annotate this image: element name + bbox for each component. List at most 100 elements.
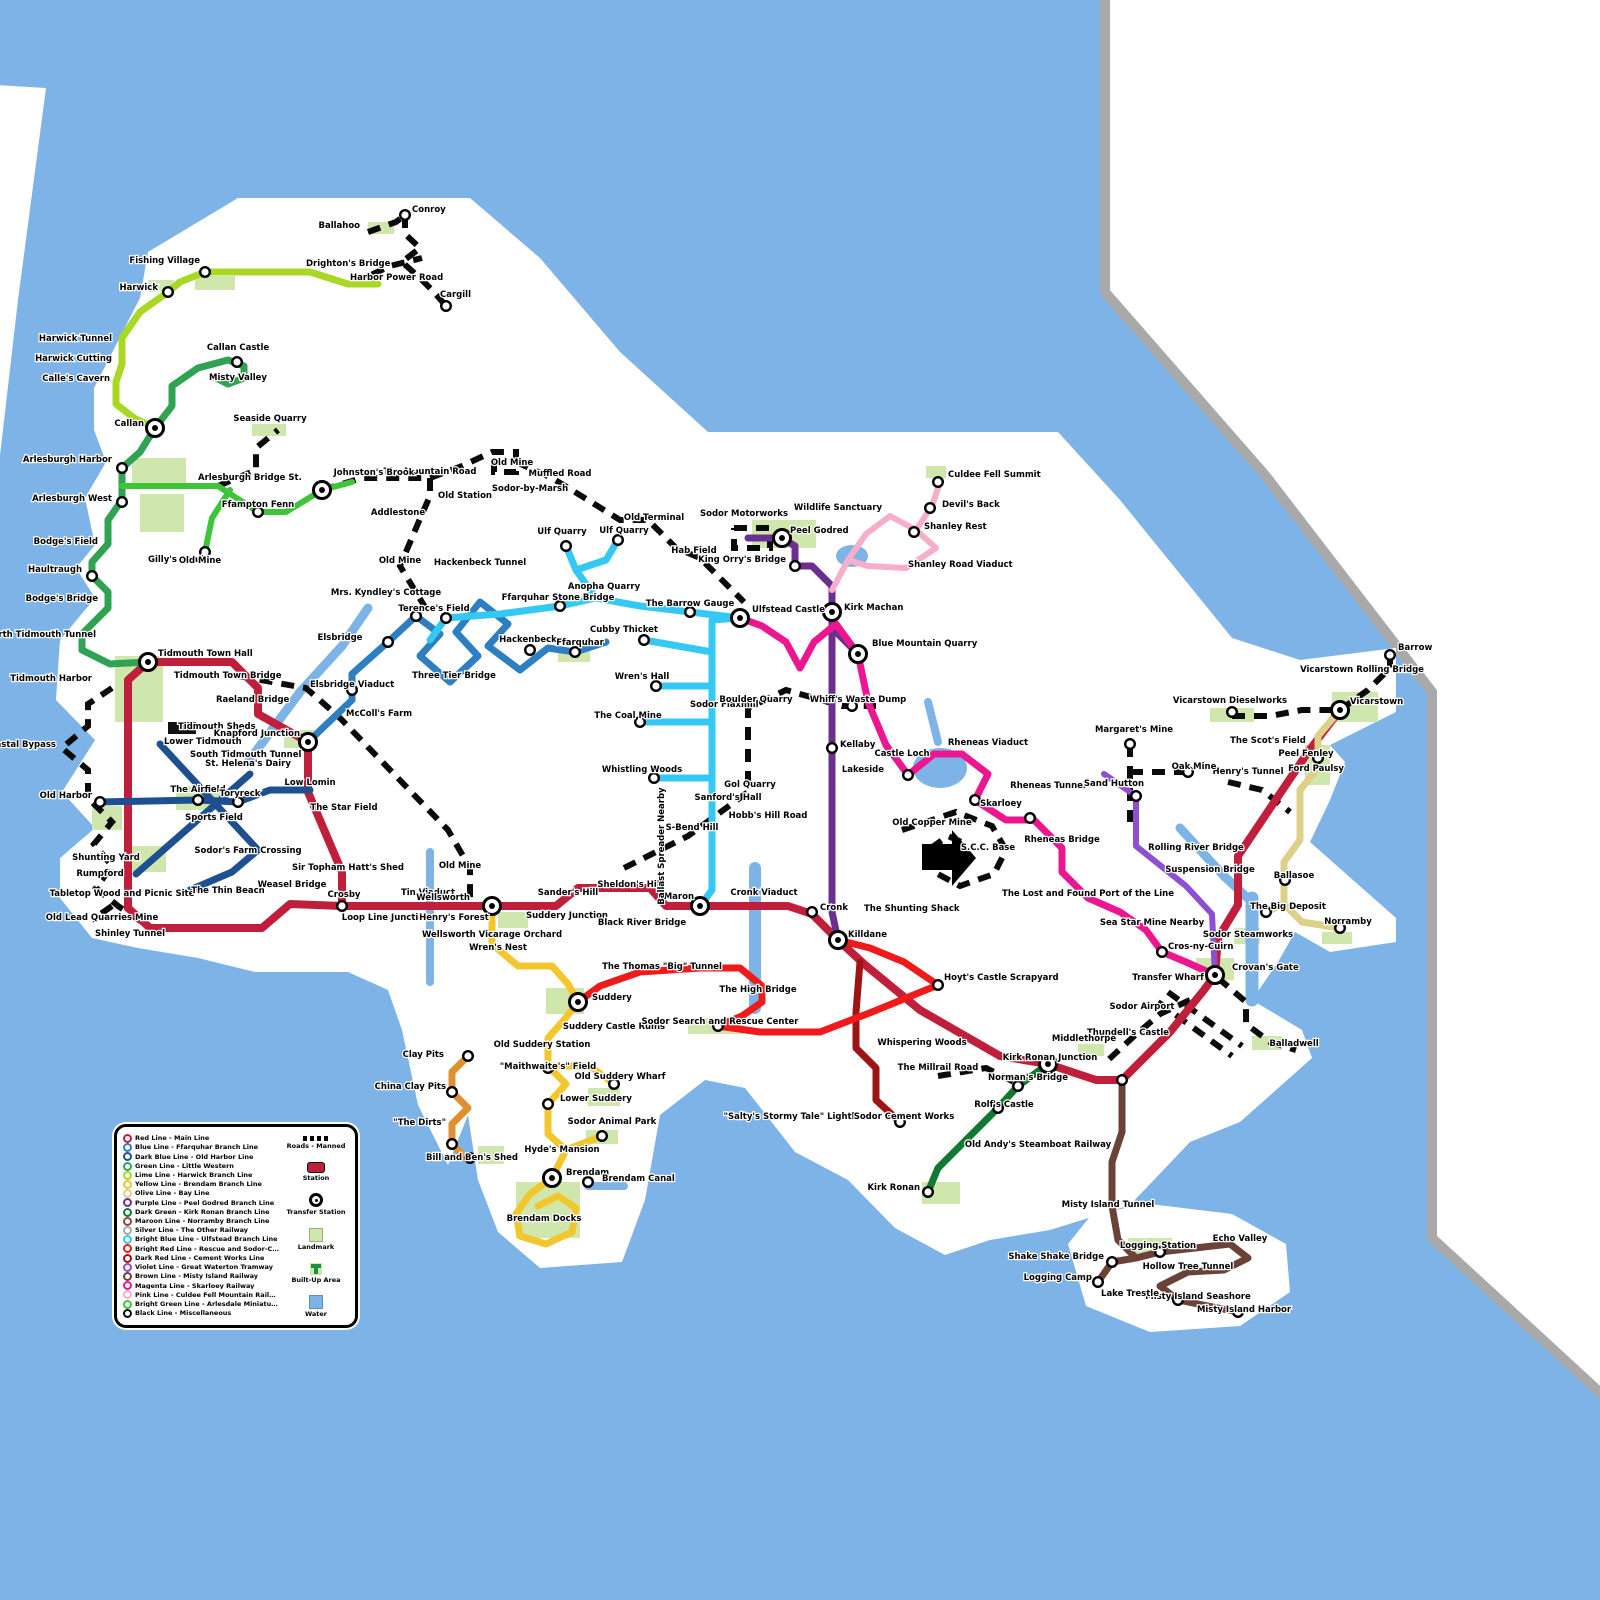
legend-line-label: Magenta Line - Skarloey Railway — [135, 1282, 255, 1289]
map-label: Old Lead Quarries Mine — [46, 913, 159, 923]
station-marker — [191, 794, 204, 807]
map-label: Whiff's Waste Dump — [810, 695, 907, 705]
station-marker — [932, 476, 945, 489]
map-label: Lakeside — [842, 765, 884, 775]
line-color-icon — [123, 1161, 132, 1171]
transfer-station-core — [1212, 972, 1218, 978]
station-marker — [198, 546, 211, 559]
legend-symbol-item: Built-Up Area — [291, 1262, 341, 1284]
map-label: Oak Mine — [1172, 762, 1217, 772]
legend-line-label: Dark Blue Line - Old Harbor Line — [135, 1153, 254, 1161]
station-marker — [1278, 874, 1291, 887]
legend-symbol-label: Landmark — [297, 1242, 335, 1251]
map-label: Suddery Junction — [526, 911, 608, 921]
landmark-icon — [309, 1227, 323, 1242]
line-color-icon — [123, 1198, 132, 1208]
legend-line-item: Magenta Line - Skarloey Railway — [123, 1281, 279, 1291]
map-label: Wellsworth — [416, 893, 470, 903]
line-old-harbor-2 — [156, 740, 262, 894]
legend-line-item: Yellow Line - Brendam Branch Line — [123, 1180, 279, 1190]
station-marker — [464, 1151, 477, 1164]
map-label: Old Suddery Station — [494, 1040, 591, 1050]
station-marker — [230, 356, 243, 369]
map-label: Haultraugh — [28, 565, 82, 575]
map-label: Mrs. Kyndley's Cottage — [331, 588, 441, 598]
map-label: Norman's Bridge — [988, 1073, 1068, 1083]
map-label: Low Lomin — [284, 778, 335, 788]
legend-line-item: Blue Line - Ffarquhar Branch Line — [123, 1143, 279, 1153]
map-label: S-Bend Hill — [666, 823, 719, 833]
built-up-area — [588, 1088, 620, 1106]
legend-line-label: Purple Line - Peel Godred Branch Line — [135, 1199, 275, 1207]
transfer-station-core — [855, 651, 861, 657]
map-label: Terence's Field — [398, 604, 469, 614]
builtup-icon — [309, 1262, 322, 1275]
transfer-core-icon — [314, 1198, 318, 1202]
map-label: The Coal Mine — [594, 711, 662, 721]
map-label: Sander's Hill — [538, 888, 599, 898]
road — [1216, 975, 1297, 1053]
main-landmass — [56, 198, 1396, 1268]
map-label: Lake Trestle — [1101, 1289, 1159, 1299]
station-marker — [1231, 1305, 1244, 1318]
legend-line-label: Bright Blue Line - Ulfstead Branch Line — [135, 1236, 278, 1243]
line-old-harbor-3 — [132, 770, 254, 878]
line-arlesdale-spur — [202, 487, 233, 555]
transfer-station-core — [145, 659, 151, 665]
road — [396, 478, 433, 614]
transfer-station-core — [549, 1175, 555, 1181]
map-label: Maron — [664, 892, 694, 902]
map-label: Shanley Rest — [924, 522, 987, 532]
line-bay-line — [1280, 706, 1344, 932]
line-culdee-fell-viaduct — [845, 527, 939, 571]
map-label: Bodge's Field — [34, 537, 98, 547]
built-up-area — [132, 458, 186, 484]
line-color-icon — [123, 1299, 132, 1309]
map-label: Sodor-by-Marsh — [492, 484, 568, 494]
station-marker — [1311, 752, 1324, 765]
map-label: Harwick Tunnel — [39, 334, 112, 344]
map-label: Ffarquhar Stone Bridge — [502, 593, 615, 603]
legend-line-label: Lime Line - Harwick Branch Line — [135, 1172, 253, 1179]
station-marker — [894, 1115, 907, 1128]
map-label: Hoyt's Castle Scrapyard — [944, 973, 1059, 983]
road — [1103, 997, 1192, 1065]
transfer-station-core — [697, 903, 703, 909]
map-label: Gilly's Road — [148, 555, 204, 565]
transfer-station-core — [779, 535, 785, 541]
transfer-station-core — [305, 739, 311, 745]
line-rescue-branch — [574, 936, 942, 1036]
map-label: Arlesburgh West — [32, 494, 112, 504]
map-label: Whistling Woods — [602, 765, 682, 775]
map-label: Norramby — [1324, 917, 1372, 927]
legend-line-label: Bright Red Line - Rescue and Sodor-Castl… — [135, 1245, 279, 1253]
map-label: Seaside Quarry — [233, 414, 307, 424]
map-label: Misty Island Harbor — [1197, 1305, 1292, 1315]
map-label: Hab Field — [671, 546, 716, 556]
map-label: Ffarquhar — [556, 638, 604, 648]
map-label: Hobb's Hill Road — [729, 811, 808, 821]
transfer-station-core — [829, 609, 835, 615]
legend-line-label: Yellow Line - Brendam Branch Line — [135, 1181, 262, 1188]
station-marker — [712, 1020, 725, 1033]
map-label: Sodor Search and Rescue Center — [642, 1017, 800, 1027]
map-label: Drighton's Bridge — [306, 259, 391, 269]
map-label: Arlesburgh Harbor — [23, 455, 113, 465]
road — [237, 673, 473, 898]
line-ulf-quarry-2 — [572, 536, 622, 574]
station-marker — [638, 634, 651, 647]
road — [90, 903, 114, 923]
map-label: Sir Topham Hatt's Shed — [292, 863, 404, 873]
station-icon — [306, 1161, 325, 1173]
map-label: Harwick Cutting — [35, 354, 112, 364]
map-label: McColl's Farm — [346, 709, 412, 719]
line-color-icon — [123, 1216, 132, 1226]
line-color-icon — [123, 1244, 132, 1254]
legend-line-item: Dark Green - Kirk Ronan Branch Line — [123, 1207, 279, 1217]
station-marker — [582, 1175, 595, 1188]
map-label: Sports Field — [185, 813, 243, 823]
map-label: Ballasoe — [1274, 871, 1315, 881]
transfer-station-core — [319, 487, 325, 493]
map-label: Old Copper Mine — [892, 818, 972, 828]
